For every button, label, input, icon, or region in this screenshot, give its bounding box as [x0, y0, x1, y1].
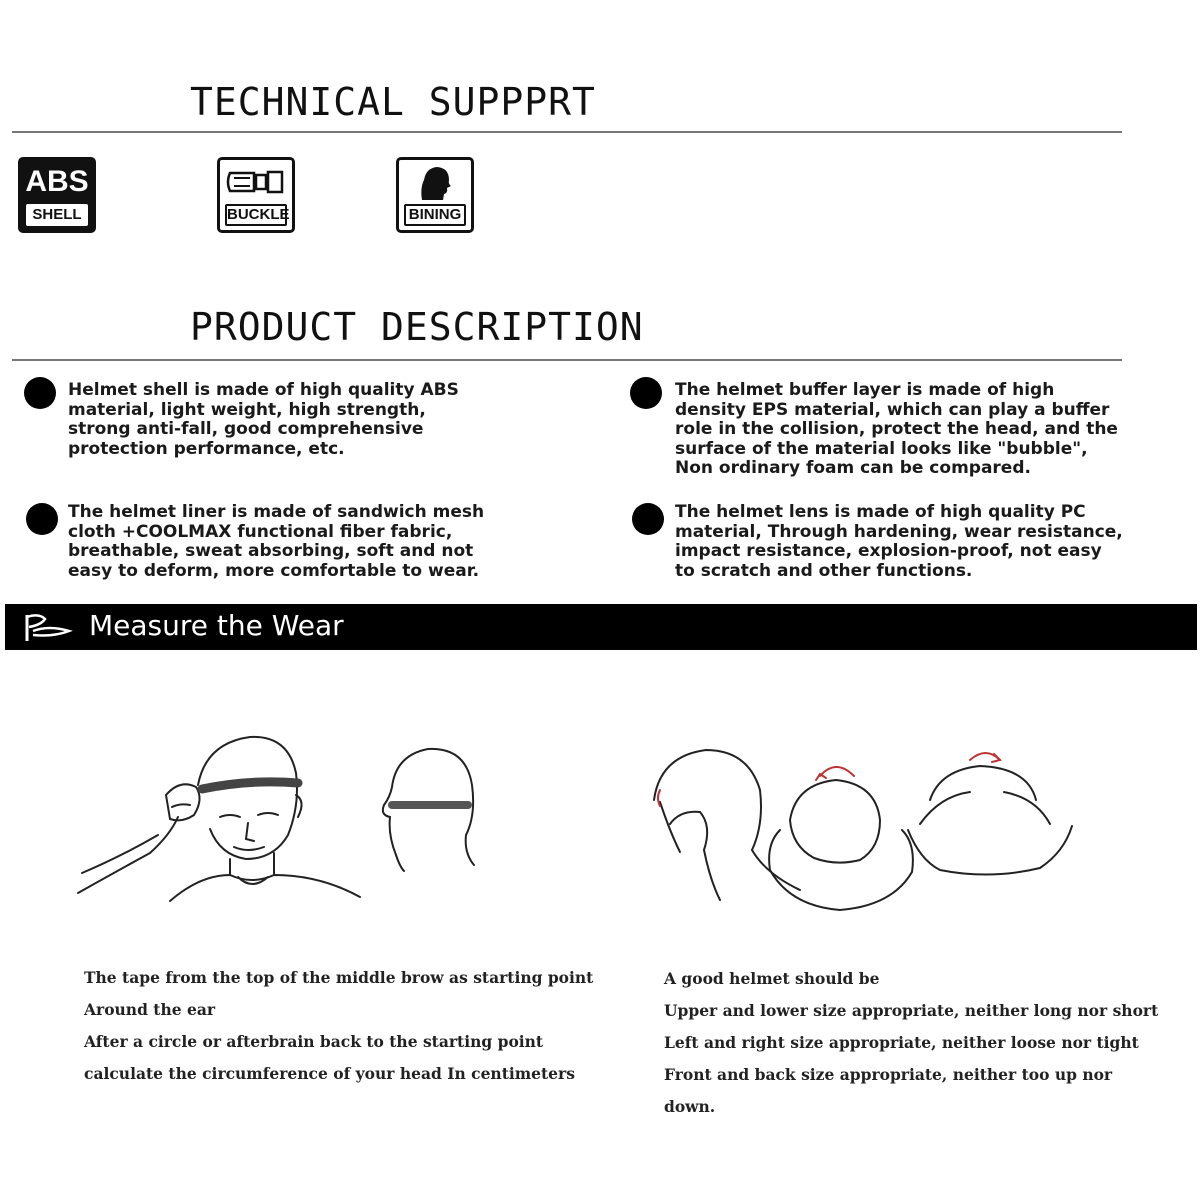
product-description-heading: PRODUCT DESCRIPTION	[190, 305, 644, 349]
fit-guidelines: A good helmet should be Upper and lower …	[664, 963, 1184, 1123]
description-item: The helmet lens is made of high quality …	[675, 502, 1123, 581]
buckle-icon	[220, 160, 292, 204]
measure-instructions: The tape from the top of the middle brow…	[84, 962, 593, 1090]
bullet-dot	[24, 377, 56, 409]
technical-support-heading: TECHNICAL SUPPPRT	[190, 80, 596, 124]
instruction-line: Around the ear	[84, 1000, 216, 1019]
instruction-line: calculate the circumference of your head…	[84, 1064, 575, 1083]
bining-label: BINING	[404, 204, 466, 226]
bullet-dot	[26, 503, 58, 535]
head-silhouette-icon	[399, 160, 471, 204]
guideline-line: Front and back size appropriate, neither…	[664, 1065, 1113, 1116]
guideline-line: Left and right size appropriate, neither…	[664, 1033, 1139, 1052]
buckle-badge: BUCKLE	[217, 157, 295, 233]
helmet-fitting-illustration	[653, 748, 1073, 912]
head-measuring-illustration	[77, 735, 475, 902]
buckle-label: BUCKLE	[225, 204, 290, 226]
instruction-line: The tape from the top of the middle brow…	[84, 968, 594, 987]
guideline-line: A good helmet should be	[664, 969, 880, 988]
measure-section-banner: Measure the Wear	[5, 604, 1197, 650]
bining-badge: BINING	[396, 157, 474, 233]
section-divider	[12, 359, 1122, 361]
instruction-line: After a circle or afterbrain back to the…	[84, 1032, 544, 1051]
abs-shell-badge: ABS SHELL	[18, 157, 96, 233]
measure-title: Measure the Wear	[89, 609, 344, 642]
bullet-dot	[630, 377, 662, 409]
description-item: The helmet liner is made of sandwich mes…	[68, 502, 485, 581]
abs-label: ABS	[25, 165, 89, 198]
description-item: The helmet buffer layer is made of high …	[675, 380, 1118, 478]
guideline-line: Upper and lower size appropriate, neithe…	[664, 1001, 1159, 1020]
description-item: Helmet shell is made of high quality ABS…	[68, 380, 459, 459]
bullet-dot	[632, 503, 664, 535]
shell-label: SHELL	[26, 204, 88, 226]
section-divider	[12, 131, 1122, 133]
pennant-flag-icon	[25, 614, 73, 641]
